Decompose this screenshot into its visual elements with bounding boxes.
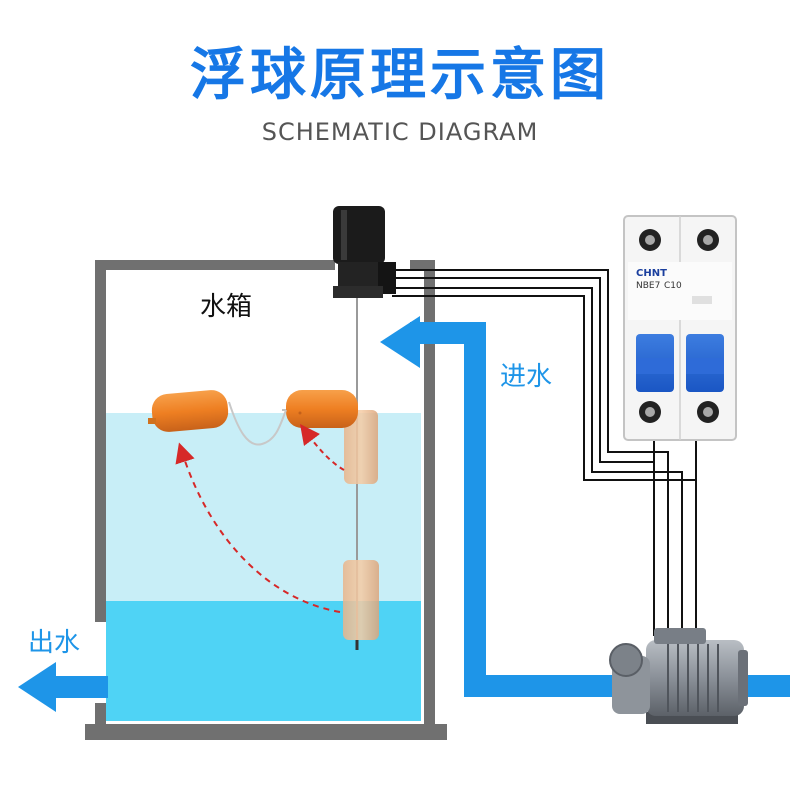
water-in-label: 进水	[500, 362, 553, 392]
diagram-subtitle: SCHEMATIC DIAGRAM	[261, 118, 539, 146]
tank-label: 水箱	[200, 292, 253, 322]
wire-3	[392, 287, 683, 636]
water-pump	[609, 628, 748, 724]
breaker-label-band	[628, 262, 732, 320]
tank-bottom	[85, 724, 447, 740]
wire-2	[392, 277, 655, 636]
float-switch-head	[333, 206, 396, 298]
wire-4	[392, 295, 697, 636]
pump-end-cap	[738, 650, 748, 706]
inlet-arrow-head	[380, 316, 420, 368]
float-cord-link	[228, 401, 287, 446]
circuit-breaker	[623, 215, 737, 441]
water-out-label: 出水	[28, 628, 81, 658]
tank-top-right-wall	[410, 260, 435, 270]
switch-cap-highlight	[341, 210, 347, 260]
motion-arrow-large	[175, 442, 341, 613]
outlet-pipe	[18, 662, 108, 712]
weight-upper	[344, 410, 378, 484]
pump-motor	[646, 640, 744, 716]
tank-left-wall-lower	[95, 703, 106, 730]
switch-base	[333, 286, 383, 298]
outlet-pipe-line	[50, 676, 108, 698]
diagram-title: 浮球原理示意图	[190, 43, 610, 108]
outlet-arrow-head	[18, 662, 56, 712]
breaker-brand: CHNT	[636, 268, 667, 279]
pump-inlet-port	[609, 643, 643, 677]
motion-arrow-small	[299, 424, 345, 471]
breaker-rating: C10	[664, 281, 682, 291]
switch-body	[338, 262, 380, 286]
control-wiring	[392, 269, 697, 636]
water-tank	[85, 260, 447, 740]
float-ball-raised	[286, 390, 358, 428]
switch-cap	[333, 206, 385, 264]
weight-lower	[343, 560, 379, 640]
float-ball-tipped	[148, 390, 229, 432]
tank-left-wall	[95, 260, 106, 622]
wire-1	[392, 269, 669, 636]
pump-connector-box	[654, 628, 706, 644]
tank-top-left-wall	[95, 260, 335, 270]
tank-right-wall	[424, 260, 435, 730]
breaker-model: NBE7	[636, 281, 661, 291]
